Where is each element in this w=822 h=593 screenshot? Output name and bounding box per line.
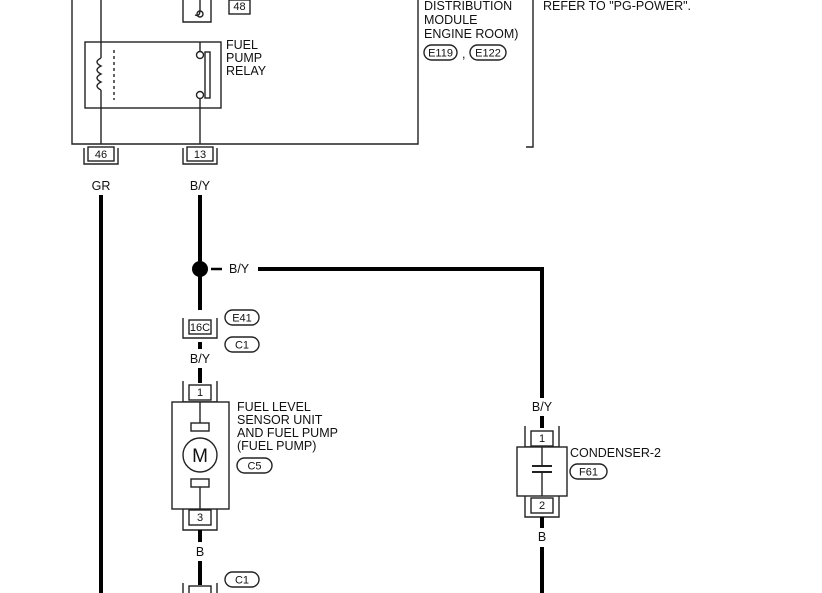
svg-text:F61: F61 (579, 467, 598, 479)
terminal-13: 13 (182, 146, 218, 165)
svg-text:C5: C5 (247, 461, 261, 473)
fuel-pump-unit: 1 M 3 (171, 381, 230, 531)
wire-label-gr: GR (92, 179, 111, 193)
relay-name: FUEL PUMP RELAY (226, 38, 267, 78)
wire-by-to-condenser (258, 267, 544, 398)
svg-text:C1: C1 (235, 575, 249, 587)
wire-label-by-top: B/Y (190, 179, 211, 193)
connector-separator: , (462, 47, 465, 61)
connector-lower (182, 583, 218, 593)
wire-label-by-condenser: B/Y (532, 400, 553, 414)
pump-name: FUEL LEVEL SENSOR UNIT AND FUEL PUMP (FU… (237, 400, 341, 453)
wire-label-by-junction: B/Y (229, 262, 250, 276)
wire-label-b-pump: B (196, 545, 204, 559)
junction-dot (192, 261, 208, 277)
connector-c1-upper: C1 (224, 336, 260, 353)
wire-label-by-below-16c: B/Y (190, 352, 211, 366)
note-bracket (526, 0, 534, 148)
condenser-2: 1 2 (516, 426, 568, 518)
module-outline (71, 0, 419, 145)
connector-16c: 16C (182, 318, 218, 339)
svg-text:1: 1 (197, 387, 203, 399)
svg-text:46: 46 (95, 149, 107, 161)
terminal-48-label: 48 (233, 1, 245, 13)
relay-contact-upper (195, 50, 205, 60)
svg-text:16C: 16C (190, 322, 210, 334)
svg-text:C1: C1 (235, 340, 249, 352)
relay-switch-arm (204, 51, 211, 99)
svg-text:E119: E119 (428, 48, 453, 60)
fuel-pump-relay: FUEL PUMP RELAY (84, 0, 267, 109)
connector-c1-lower: C1 (224, 571, 260, 588)
svg-text:3: 3 (197, 512, 203, 524)
svg-text:E122: E122 (475, 48, 501, 60)
motor-icon (182, 437, 218, 473)
svg-text:1: 1 (539, 433, 545, 445)
connector-e119: E119 (423, 44, 458, 61)
terminal-46: 46 (83, 146, 119, 165)
svg-text:2: 2 (539, 500, 545, 512)
condenser-name: CONDENSER-2 (570, 446, 661, 460)
svg-text:E41: E41 (232, 313, 252, 325)
connector-e41: E41 (224, 309, 260, 326)
connector-e122: E122 (469, 44, 507, 61)
connector-c5: C5 (236, 457, 273, 474)
module-name: DISTRIBUTION MODULE ENGINE ROOM) (424, 0, 518, 41)
relay-contact-lower (195, 90, 205, 100)
connector-f61: F61 (569, 463, 608, 480)
motor-symbol: M (192, 446, 208, 467)
terminal-48: 48 (182, 0, 251, 23)
refer-note: REFER TO "PG-POWER". (543, 0, 691, 13)
svg-text:13: 13 (194, 149, 206, 161)
relay-coil-icon (96, 57, 103, 91)
wire-label-b-condenser: B (538, 530, 546, 544)
